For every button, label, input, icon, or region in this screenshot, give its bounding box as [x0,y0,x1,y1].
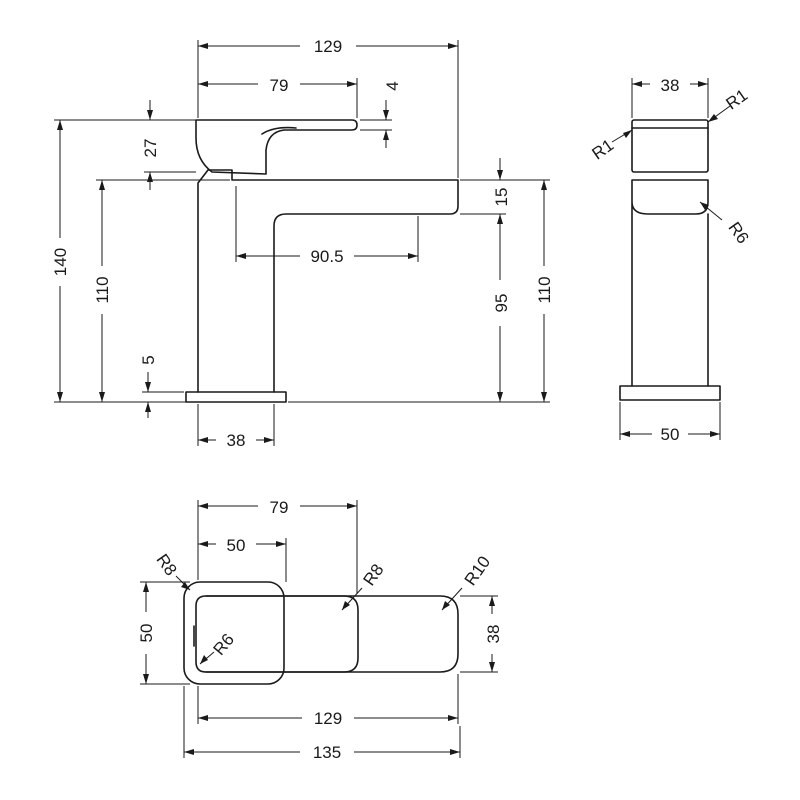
label-plan-spout-length: 129 [314,709,342,728]
side-base-plate [619,385,721,401]
dim-plan-79: 79 [197,498,358,594]
dim-front-15: 15 [460,158,511,232]
front-handle-curve [261,126,297,135]
label-front-spout-reach: 90.5 [310,247,343,266]
label-front-spout-underside: 95 [492,294,511,313]
front-view [185,119,459,403]
label-front-body-width: 38 [227,431,246,450]
label-plan-radius-spout: R10 [461,553,494,589]
dim-front-38: 38 [197,404,275,450]
label-plan-spout-width: 38 [484,625,503,644]
label-plan-radius-base: R8 [152,550,180,579]
dim-side-38: 38 [631,76,709,118]
label-side-radius-top-right: R1 [722,85,751,113]
dim-front-4: 4 [360,81,402,148]
label-front-height-total: 140 [51,248,70,276]
dim-front-110-left: 110 [93,179,230,402]
dim-front-140: 140 [51,119,196,403]
label-front-spout-top-height: 110 [535,276,554,303]
plan-handle [205,595,359,673]
label-plan-radius-handle: R8 [359,560,387,589]
dim-plan-r10: R10 [441,553,494,611]
dim-front-110-right: 110 [288,179,554,403]
dim-plan-r8-base: R8 [152,550,191,591]
label-side-handle-width: 38 [661,76,680,95]
label-front-handle-height: 27 [141,139,160,158]
dim-side-r1-left: R1 [588,129,633,164]
label-side-radius-top-left: R1 [588,135,617,163]
front-handle [195,119,358,175]
dim-plan-50-left: 50 [137,581,190,685]
plan-spout [195,595,459,673]
dim-plan-50-top: 50 [198,536,287,582]
dim-side-r1-right: R1 [707,85,751,123]
dim-side-50: 50 [619,402,721,444]
dim-front-95: 95 [492,232,511,402]
side-body [631,179,709,387]
label-plan-base-depth: 50 [137,624,156,643]
plan-view [183,581,459,685]
dim-front-129: 129 [197,37,459,178]
label-plan-base-length: 50 [227,536,246,555]
side-handle [631,119,709,173]
side-view [619,119,721,401]
dim-plan-r6: R6 [199,630,239,665]
label-plan-radius-inner: R6 [210,630,239,659]
dim-plan-38: 38 [460,595,503,673]
front-body-outline [197,169,459,393]
label-front-spout-depth: 15 [492,188,511,207]
label-front-handle-reach: 79 [270,76,289,95]
label-front-width-total: 129 [314,37,342,56]
dim-front-79: 79 [198,76,358,118]
label-front-height-to-spout: 110 [93,276,112,303]
label-plan-handle-length: 79 [270,498,289,517]
label-front-base-plate: 5 [139,355,158,364]
dim-plan-r8-handle: R8 [341,560,388,611]
dim-front-90-5: 90.5 [235,186,419,266]
label-side-radius-body: R6 [724,218,752,247]
front-base-plate [185,391,287,403]
dim-front-27: 27 [141,100,196,190]
dim-plan-129: 129 [197,674,459,728]
dim-plan-135: 135 [183,686,461,762]
plan-base [183,581,285,685]
label-plan-overall-length: 135 [313,743,341,762]
label-side-base-width: 50 [661,425,680,444]
label-front-handle-gap: 4 [383,81,402,90]
dim-front-5: 5 [139,355,184,418]
